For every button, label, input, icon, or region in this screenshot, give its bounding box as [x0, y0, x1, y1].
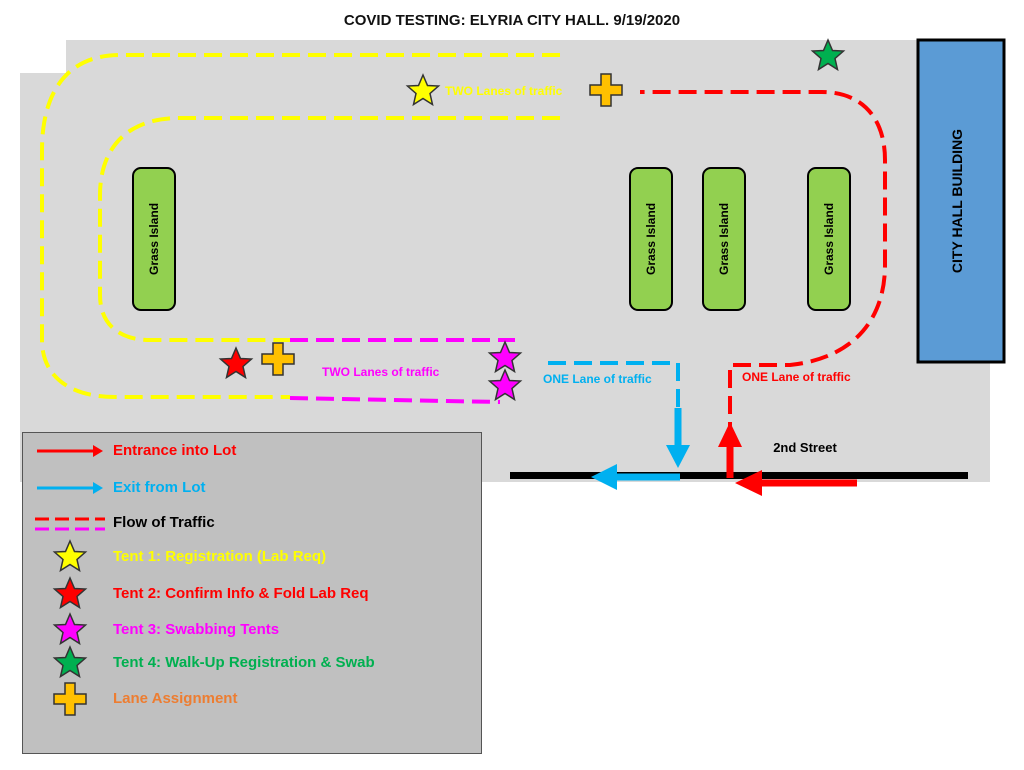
- entrance-lane-label: ONE Lane of traffic: [742, 370, 851, 384]
- blue-flow: [548, 361, 680, 440]
- grass-island-label: Grass Island: [147, 203, 161, 275]
- legend-tent4-label: Tent 4: Walk-Up Registration & Swab: [113, 654, 375, 671]
- red-flow: [640, 90, 887, 440]
- legend-exit-label: Exit from Lot: [113, 479, 206, 496]
- legend-lane-assignment-label: Lane Assignment: [113, 690, 238, 707]
- second-street: [510, 472, 968, 479]
- city-hall-building: [916, 38, 1006, 364]
- legend-star-red-icon: [52, 576, 88, 610]
- street-label: 2nd Street: [773, 440, 837, 455]
- grass-island: [807, 167, 851, 311]
- exit-lane-label: ONE Lane of traffic: [543, 372, 652, 386]
- grass-island-label: Grass Island: [644, 203, 658, 275]
- grass-island-label: Grass Island: [822, 203, 836, 275]
- entrance-arrow-up: [718, 422, 742, 478]
- magenta-flow-bottom: [289, 396, 501, 404]
- yellow-flow-outer: [40, 53, 560, 399]
- exit-arrow-down: [666, 408, 690, 468]
- legend-exit-arrow: [37, 482, 103, 494]
- legend-entrance-arrow: [37, 445, 103, 457]
- building-label: CITY HALL BUILDING: [949, 129, 965, 273]
- legend-tent1-label: Tent 1: Registration (Lab Req): [113, 548, 327, 565]
- legend-symbols: [35, 445, 105, 716]
- map-title: COVID TESTING: ELYRIA CITY HALL. 9/19/20…: [343, 12, 681, 29]
- top-lane-label: TWO Lanes of traffic: [445, 84, 563, 98]
- bottom-lane-label: TWO Lanes of traffic: [322, 365, 440, 379]
- legend-tent3-label: Tent 3: Swabbing Tents: [113, 621, 280, 638]
- exit-arrow-street: [591, 464, 680, 490]
- legend-tent2-label: Tent 2: Confirm Info & Fold Lab Req: [113, 585, 369, 602]
- legend-star-yellow-icon: [52, 539, 88, 573]
- grass-island: [702, 167, 746, 311]
- legend-star-green-icon: [52, 645, 88, 679]
- legend-entrance-label: Entrance into Lot: [113, 442, 237, 459]
- yellow-flow-inner: [98, 116, 560, 342]
- grass-island: [132, 167, 176, 311]
- legend-flow-label: Flow of Traffic: [113, 514, 215, 531]
- grass-island: [629, 167, 673, 311]
- entrance-arrow-street: [735, 470, 857, 496]
- legend-flow-lines: [35, 517, 105, 531]
- legend-cross-orange-icon: [53, 682, 87, 716]
- legend-star-magenta-icon: [52, 612, 88, 646]
- parking-lot: [20, 40, 990, 482]
- grass-island-label: Grass Island: [717, 203, 731, 275]
- legend-panel: Entrance into Lot Exit from Lot Flow of …: [22, 432, 482, 754]
